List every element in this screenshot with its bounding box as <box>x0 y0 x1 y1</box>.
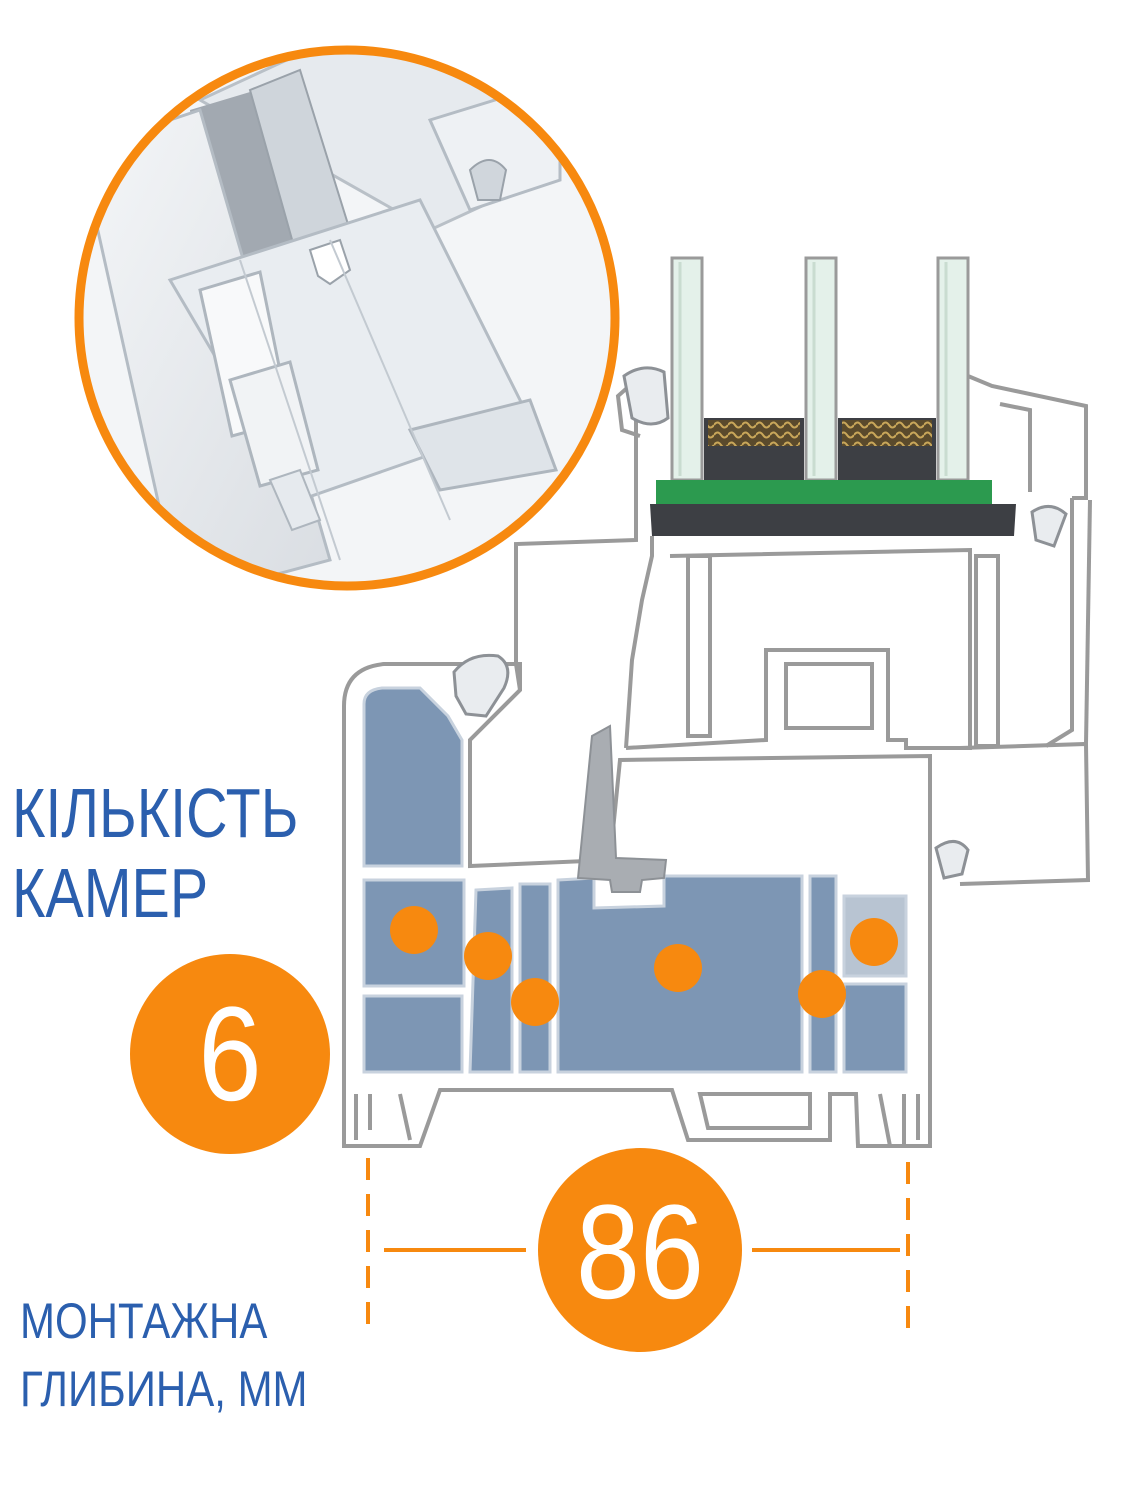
chamber-marker <box>654 944 702 992</box>
chambers-heading-line2: КАМЕР <box>12 854 209 932</box>
depth-badge <box>538 1148 742 1352</box>
depth-value: 86 <box>575 1178 705 1327</box>
sash-outline <box>514 374 1088 750</box>
depth-heading-line1: МОНТАЖНА <box>20 1293 268 1349</box>
chamber-marker <box>464 932 512 980</box>
depth-dimension <box>366 1158 910 1340</box>
spacer-frames <box>704 418 936 480</box>
chamber-marker <box>850 918 898 966</box>
closeup-ring <box>74 45 620 591</box>
glazing-seal-green <box>656 480 992 504</box>
frame-outline <box>342 499 1092 1148</box>
depth-heading-line2: ГЛИБИНА, ММ <box>20 1361 308 1417</box>
chamber-marker <box>798 970 846 1018</box>
chambers-badge <box>130 954 330 1154</box>
chamber-marker <box>390 906 438 954</box>
chambers-value: 6 <box>198 980 262 1129</box>
glass-unit <box>670 256 970 482</box>
chamber-markers <box>390 906 898 1026</box>
detail-closeup <box>74 45 620 591</box>
wedge-insert <box>576 724 668 893</box>
glazing-bed <box>650 504 1016 536</box>
chambers-heading-line1: КІЛЬКІСТЬ <box>12 774 299 852</box>
chamber-marker <box>511 978 559 1026</box>
gaskets <box>452 366 1068 880</box>
